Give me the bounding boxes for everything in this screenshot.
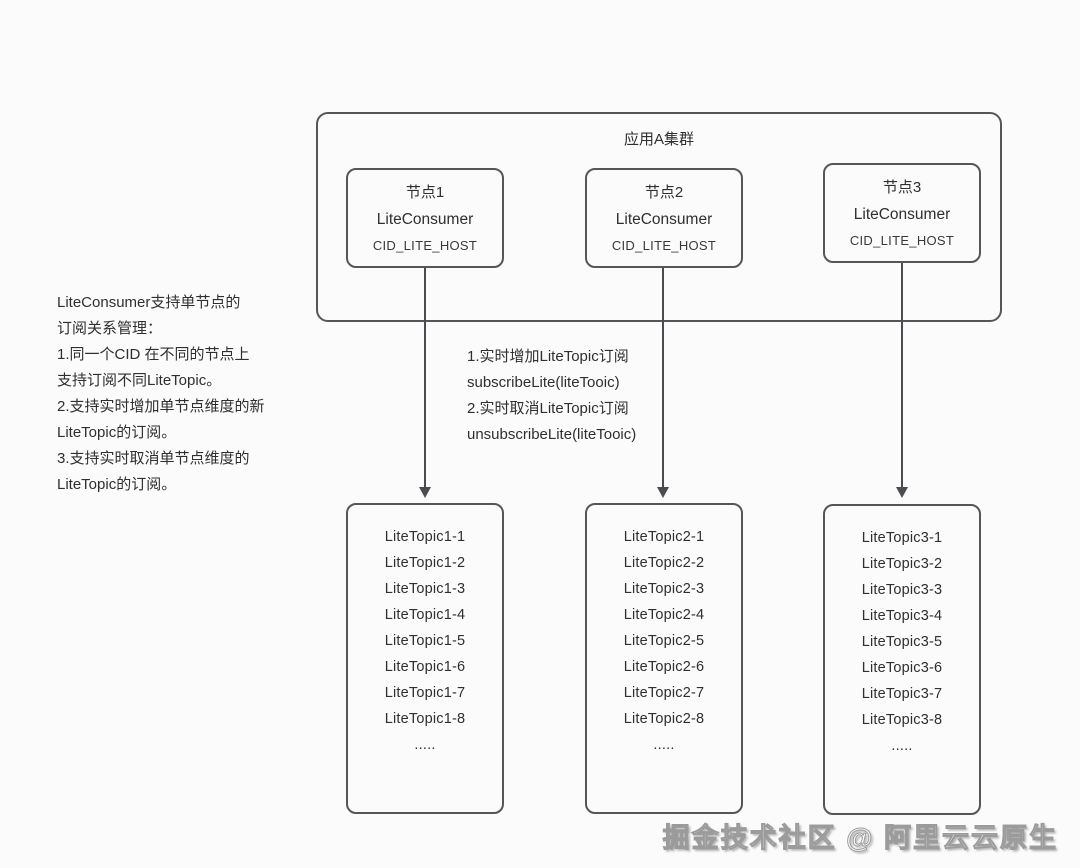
topic-item: LiteTopic3-3 [861, 582, 943, 598]
node-box-1: 节点1 LiteConsumer CID_LITE_HOST [346, 168, 504, 268]
node-2-consumer-label: LiteConsumer [615, 211, 713, 228]
topic-item: LiteTopic1-4 [384, 607, 466, 623]
note-line: 2.支持实时增加单节点维度的新 [57, 398, 265, 415]
subscription-note: 1.实时增加LiteTopic订阅 subscribeLite(liteTooic… [467, 344, 737, 448]
arrow-line [901, 263, 903, 488]
watermark: 掘金技术社区 @ 阿里云云原生 [662, 823, 1058, 854]
topic-item: LiteTopic1-1 [384, 529, 466, 545]
node-3-consumer-label: LiteConsumer [853, 206, 951, 223]
topic-item: LiteTopic1-5 [384, 633, 466, 649]
arrowhead-down-icon [657, 487, 669, 498]
topic-item: LiteTopic2-5 [623, 633, 705, 649]
note-line: 2.实时取消LiteTopic订阅 [467, 400, 629, 417]
note-line: subscribeLite(liteTooic) [467, 374, 620, 391]
topic-item: LiteTopic2-3 [623, 581, 705, 597]
node-1-cid-label: CID_LITE_HOST [372, 238, 478, 253]
note-line: 订阅关系管理： [57, 320, 163, 337]
note-line: 支持订阅不同LiteTopic。 [57, 372, 222, 389]
note-line: LiteTopic的订阅。 [57, 476, 177, 493]
node-2-cid-label: CID_LITE_HOST [611, 238, 717, 253]
topic-item: LiteTopic2-8 [623, 711, 705, 727]
topic-item: LiteTopic1-6 [384, 659, 466, 675]
cluster-box [316, 112, 1002, 322]
topic-item: ..... [414, 737, 436, 753]
topic-item: LiteTopic1-8 [384, 711, 466, 727]
topic-item: LiteTopic2-7 [623, 685, 705, 701]
topic-item: ..... [891, 738, 913, 754]
node-1-title: 节点1 [405, 184, 445, 201]
note-line: 1.实时增加LiteTopic订阅 [467, 348, 629, 365]
node-2-title: 节点2 [644, 184, 684, 201]
note-line: 1.同一个CID 在不同的节点上 [57, 346, 250, 363]
left-note: LiteConsumer支持单节点的订阅关系管理： 1.同一个CID 在不同的节点… [57, 290, 327, 498]
topic-item: LiteTopic2-2 [623, 555, 705, 571]
node-box-3: 节点3 LiteConsumer CID_LITE_HOST [823, 163, 981, 263]
note-line: LiteConsumer支持单节点的 [57, 294, 241, 311]
topic-item: LiteTopic2-4 [623, 607, 705, 623]
arrowhead-down-icon [896, 487, 908, 498]
node-3-title: 节点3 [882, 179, 922, 196]
topic-item: LiteTopic3-8 [861, 712, 943, 728]
topic-item: ..... [653, 737, 675, 753]
topic-item: LiteTopic1-2 [384, 555, 466, 571]
note-line: LiteTopic的订阅。 [57, 424, 177, 441]
topic-item: LiteTopic2-1 [623, 529, 705, 545]
node-box-2: 节点2 LiteConsumer CID_LITE_HOST [585, 168, 743, 268]
topic-item: LiteTopic3-2 [861, 556, 943, 572]
arrowhead-down-icon [419, 487, 431, 498]
cluster-title: 应用A集群 [623, 131, 694, 148]
topic-item: LiteTopic3-1 [861, 530, 943, 546]
topic-item: LiteTopic2-6 [623, 659, 705, 675]
arrow-line [424, 268, 426, 488]
node-3-cid-label: CID_LITE_HOST [849, 233, 955, 248]
note-line: unsubscribeLite(liteTooic) [467, 426, 637, 443]
note-line: 3.支持实时取消单节点维度的 [57, 450, 250, 467]
node-1-consumer-label: LiteConsumer [376, 211, 474, 228]
topic-item: LiteTopic3-7 [861, 686, 943, 702]
topic-item: LiteTopic1-3 [384, 581, 466, 597]
topic-item: LiteTopic3-6 [861, 660, 943, 676]
topic-item: LiteTopic3-4 [861, 608, 943, 624]
topic-item: LiteTopic3-5 [861, 634, 943, 650]
arrow-line [662, 268, 664, 488]
topic-item: LiteTopic1-7 [384, 685, 466, 701]
